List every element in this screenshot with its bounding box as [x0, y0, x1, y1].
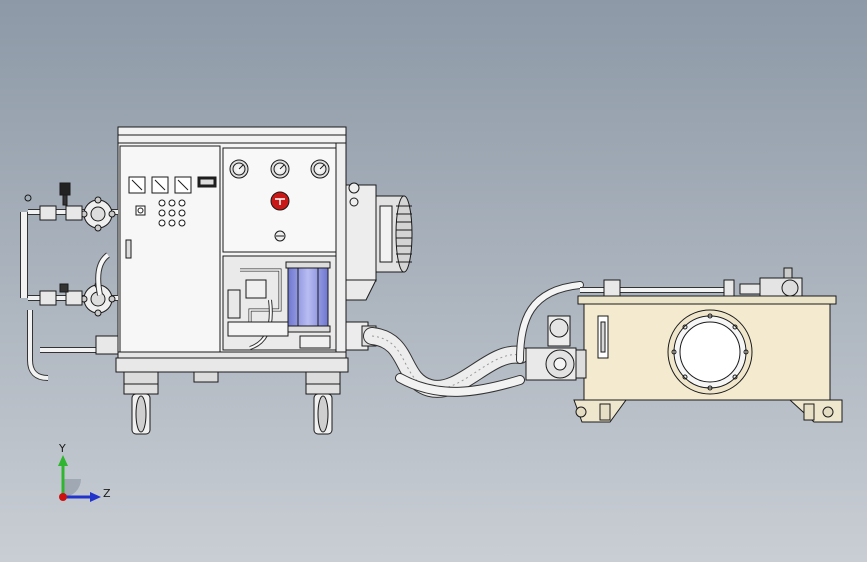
connecting-hose: [345, 281, 584, 398]
z-axis-label: Z: [103, 487, 111, 500]
panel-handle: [125, 239, 132, 259]
coordinate-triad: Y Z: [58, 442, 111, 502]
cart-base: [115, 357, 349, 373]
control-buttons: [158, 199, 186, 227]
motor-fan-icon: [395, 195, 413, 273]
stop-button-icon: [270, 191, 290, 211]
y-axis-label: Y: [58, 442, 66, 455]
wheel-icon: [123, 383, 341, 435]
sight-glass-icon: [597, 315, 609, 359]
valve-icon: [80, 196, 116, 232]
x-axis-point: [59, 493, 67, 501]
meter-icon: [128, 176, 217, 194]
gauge-icon: [229, 159, 330, 179]
filter-cart-unit: [115, 126, 413, 435]
inspection-port: [667, 309, 753, 395]
valve-manifold-upper: [20, 182, 118, 298]
filter-housing-icon: [287, 265, 329, 329]
valve-manifold-lower: [27, 252, 119, 381]
hydraulic-tank-unit: [525, 267, 843, 423]
